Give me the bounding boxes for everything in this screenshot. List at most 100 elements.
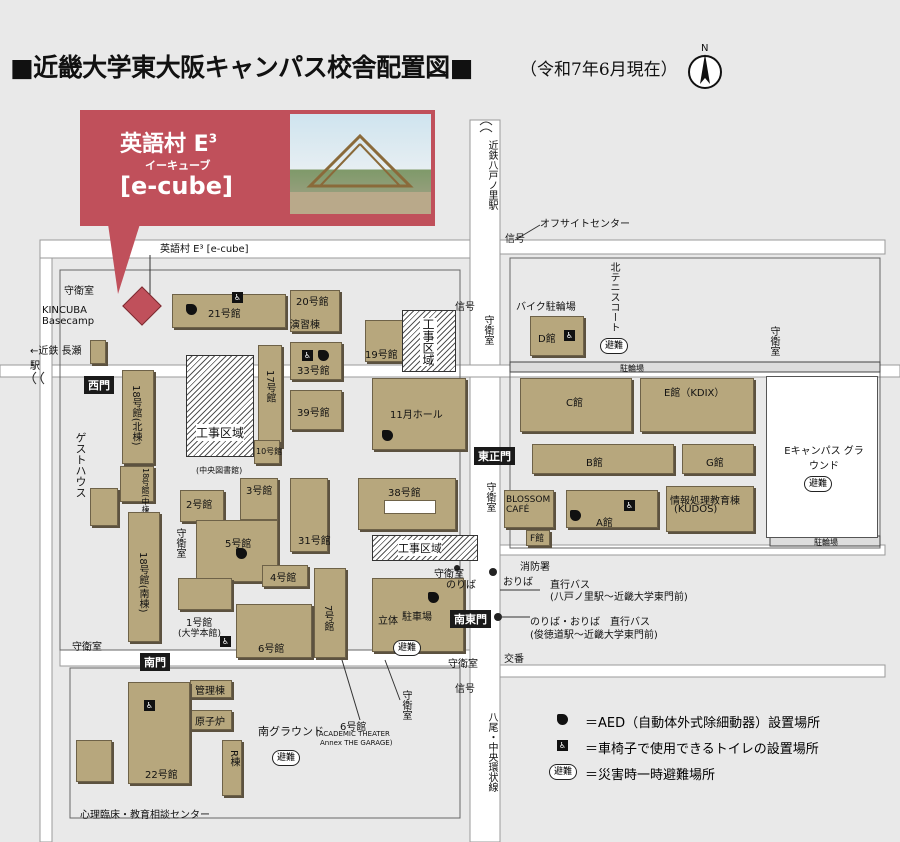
building-4-label: 4号館 (270, 573, 297, 584)
aed-icon (428, 592, 439, 603)
info-building[interactable] (666, 486, 754, 532)
aed-icon (570, 510, 581, 521)
building-20[interactable] (290, 290, 340, 332)
evac-gym: 避難 (393, 640, 422, 656)
kanri-building[interactable] (190, 680, 232, 698)
building-10[interactable] (254, 440, 280, 464)
legend-aed-text: ＝AED（自動体外式除細動器）設置場所 (585, 716, 821, 731)
info-building-sublabel: (KUDOS) (674, 504, 718, 515)
building-18-north[interactable] (122, 370, 154, 464)
wheelchair-toilet-icon: ♿ (220, 636, 231, 647)
building-3[interactable] (240, 478, 278, 520)
bus-stop-label: おりば (503, 577, 533, 588)
building-1-label: 1号館 (186, 618, 213, 629)
aed-icon (557, 714, 568, 725)
guard-label-8: 守衛室 (448, 659, 478, 670)
bus2-route-label: (俊徳道駅～近畿大学東門前) (530, 630, 658, 641)
building-31[interactable] (290, 478, 328, 552)
building-6-annex-sub1: (ACADEMIC THEATER (316, 730, 390, 738)
west-gate[interactable]: 西門 (84, 376, 114, 394)
building-6-annex-sub2: Annex THE GARAGE) (320, 739, 393, 747)
south-ground-label: 南グラウンド (258, 725, 324, 738)
enshu-label: 演習棟 (290, 320, 320, 331)
building-18-north-label: 18号館(北棟) (130, 385, 141, 446)
building-1-sublabel: (大学本館) (178, 629, 222, 639)
aed-icon (318, 350, 329, 361)
tennis-court-label: 北テニスコート (608, 262, 619, 332)
blossom-cafe[interactable] (504, 490, 554, 528)
south-east-gate[interactable]: 南東門 (450, 610, 491, 628)
building-10-label: 10号館 (256, 447, 283, 456)
guard-label-6: 守衛室 (434, 569, 464, 580)
south-gate[interactable]: 南門 (140, 653, 170, 671)
f-building-label: F館 (530, 534, 545, 544)
guard-label-2: 守衛室 (768, 326, 779, 356)
d-building[interactable] (530, 316, 584, 356)
building-18-center[interactable] (120, 466, 154, 502)
reactor-building[interactable] (190, 710, 232, 730)
bike-parking-label: バイク駐輪場 (516, 302, 576, 313)
east-main-gate[interactable]: 東正門 (474, 447, 515, 465)
signal-label-1: 信号 (505, 234, 525, 245)
building-18-south-label: 18号館(南棟) (137, 552, 148, 613)
callout-latin: [e-cube] (120, 172, 233, 200)
wheelchair-toilet-icon: ♿ (302, 350, 313, 361)
counseling-center[interactable] (76, 740, 112, 782)
kanri-label: 管理棟 (195, 686, 225, 697)
bus1-route-label: (八戸ノ里駅～近畿大学東門前) (550, 592, 688, 603)
construction-area-2 (186, 355, 254, 457)
building-6-annex-label: 6号館 (340, 722, 367, 733)
building-17[interactable] (258, 345, 282, 447)
evac-tennis: 避難 (600, 338, 629, 354)
library-label: (中央図書館) (196, 466, 243, 475)
building-7[interactable] (314, 568, 346, 658)
e-building[interactable] (640, 378, 754, 432)
c-building[interactable] (520, 378, 632, 432)
a-building[interactable] (566, 490, 658, 528)
north-arrow-icon: N (683, 42, 727, 90)
e-cube-photo (290, 114, 431, 214)
yaenosato-station-label: 近鉄八戸ノ里駅 (486, 140, 497, 210)
reactor-label: 原子炉 (195, 717, 225, 728)
kincuba-building[interactable] (90, 340, 106, 364)
building-2[interactable] (180, 490, 224, 522)
wheelchair-toilet-icon: ♿ (232, 292, 243, 303)
r-building[interactable] (222, 740, 242, 796)
e-building-label: E館（KDIX） (664, 388, 725, 399)
guesthouse[interactable] (90, 488, 118, 526)
building-17-label: 17号館 (264, 370, 275, 403)
f-building[interactable] (526, 530, 550, 546)
building-4[interactable] (262, 565, 308, 587)
building-6[interactable] (236, 604, 312, 658)
g-building[interactable] (682, 444, 754, 474)
koban-label: 交番 (504, 654, 524, 665)
d-building-label: D館 (538, 334, 556, 345)
building-39[interactable] (290, 390, 342, 430)
building-20-label: 20号館 (296, 297, 329, 308)
aed-icon (236, 548, 247, 559)
a-building-label: A館 (596, 518, 613, 529)
building-5-label: 5号館 (225, 539, 252, 550)
signal-label-2: 信号 (455, 302, 475, 313)
r-building-label: R棟 (228, 750, 239, 767)
e-campus-ground-label: Eキャンパス グラウンド (784, 446, 864, 472)
e-campus-ground[interactable] (766, 376, 878, 538)
blossom-cafe-label: BLOSSOM CAFÉ (506, 495, 551, 515)
building-38-courtyard (384, 500, 436, 514)
building-22[interactable] (128, 682, 190, 784)
north-label: N (701, 43, 708, 54)
aed-icon (186, 304, 197, 315)
evac-icon: 避難 (549, 764, 578, 780)
b-building[interactable] (532, 444, 674, 474)
building-18-south[interactable] (128, 512, 160, 642)
wheelchair-toilet-icon: ♿ (564, 330, 575, 341)
building-21-label: 21号館 (208, 309, 241, 320)
building-33[interactable] (290, 342, 342, 380)
building-18-center-label: 18号館(中棟) (141, 468, 150, 517)
e-cube-pin-label: 英語村 E³ [e-cube] (160, 244, 249, 255)
building-39-label: 39号館 (297, 408, 330, 419)
building-1[interactable] (178, 578, 232, 610)
building-19-label: 19号館 (365, 350, 398, 361)
hall-11-label: 11月ホール (390, 410, 443, 421)
guard-label-3: 守衛室 (64, 286, 94, 297)
